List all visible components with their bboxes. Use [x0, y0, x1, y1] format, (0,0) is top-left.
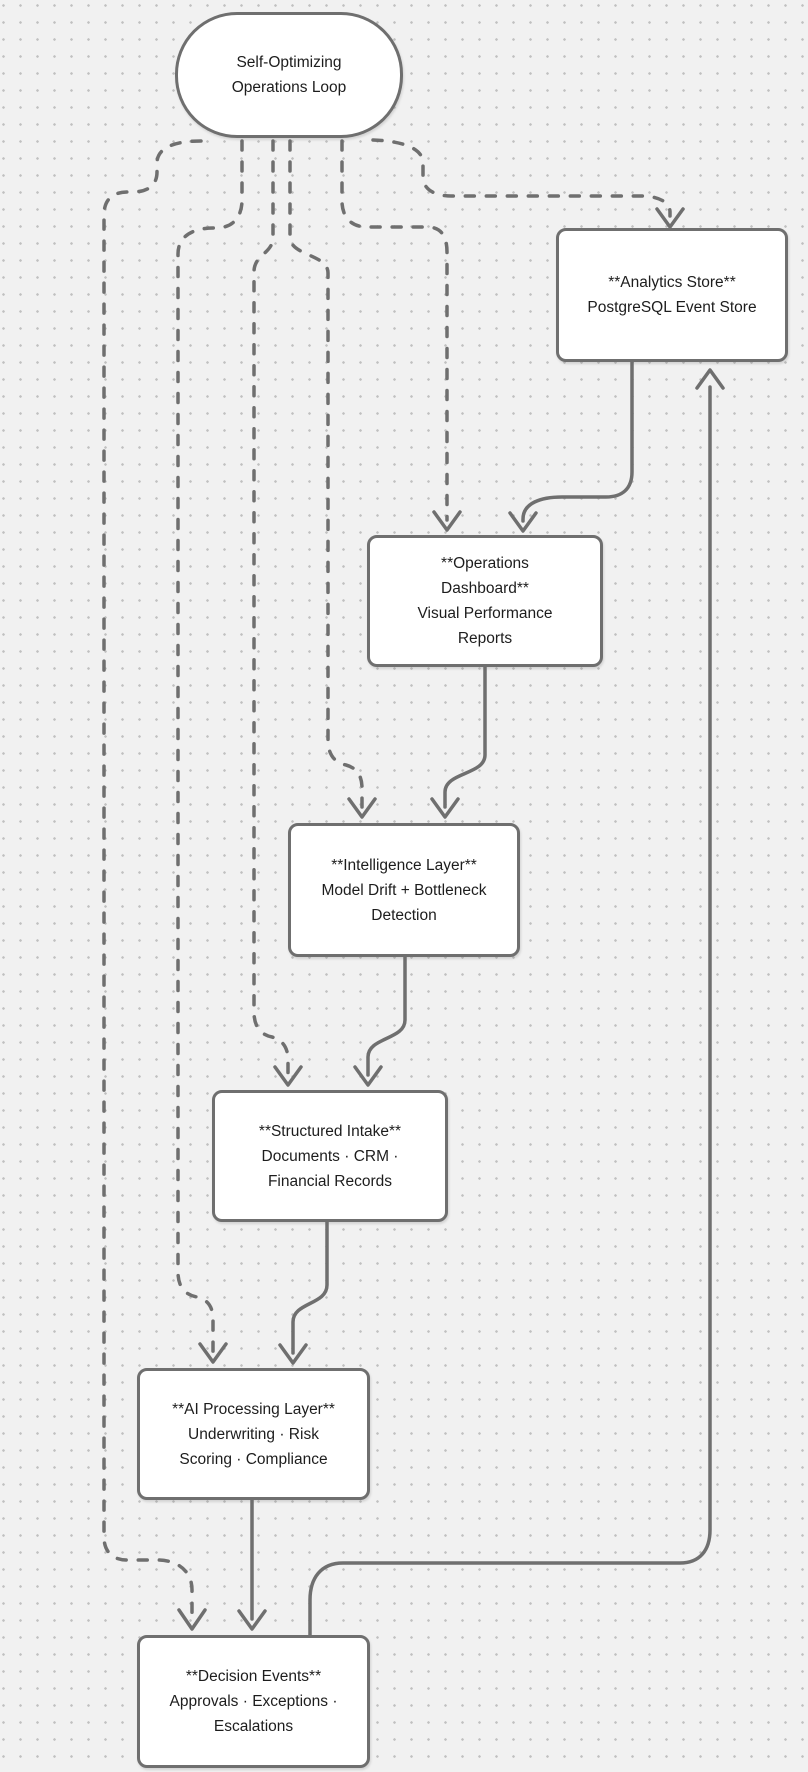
edge-loop-decision — [102, 139, 207, 1631]
arrowhead-down — [237, 1609, 267, 1631]
node-text-line: Model Drift + Bottleneck — [321, 881, 487, 899]
node-self-optimizing-operations-loop: Self-Optimizing Operations Loop — [175, 12, 403, 138]
node-operations-dashboard: **Operations Dashboard** Visual Performa… — [367, 535, 603, 667]
node-analytics-store: **Analytics Store** PostgreSQL Event Sto… — [556, 228, 788, 362]
arrowhead-down — [353, 1065, 383, 1087]
node-text-line: Financial Records — [267, 1172, 393, 1190]
edge-decision-analytics — [308, 368, 725, 1637]
node-text-line: Self-Optimizing — [236, 54, 342, 71]
edge-loop-intelligence — [288, 139, 377, 819]
node-decision-events: **Decision Events** Approvals · Exceptio… — [137, 1635, 370, 1768]
node-text-line: Detection — [371, 906, 437, 924]
node-text-line: **Analytics Store** — [608, 274, 736, 291]
node-text-line: **Decision Events** — [185, 1668, 322, 1685]
node-text-line: **Intelligence Layer** — [331, 856, 477, 874]
node-text-line: Approvals · Exceptions · — [169, 1693, 338, 1710]
edge-loop-analytics — [371, 138, 685, 229]
edge-loop-dashboard — [340, 139, 462, 532]
node-text-line: **AI Processing Layer** — [172, 1400, 335, 1418]
node-text-line: Reports — [457, 630, 513, 647]
edge-dashboard-intelligence — [430, 665, 487, 819]
node-text-line: Documents · CRM · — [261, 1147, 399, 1165]
node-text-line: Underwriting · Risk — [188, 1425, 319, 1443]
arrowhead-down — [278, 1343, 308, 1365]
arrowhead-down — [508, 511, 538, 533]
arrowhead-down — [198, 1342, 228, 1364]
arrowhead-up — [695, 368, 725, 390]
arrowhead-down — [273, 1065, 303, 1087]
arrowhead-down — [347, 797, 377, 819]
arrowhead-down — [432, 510, 462, 532]
edge-intake-ai — [278, 1220, 329, 1365]
edge-loop-intake — [252, 139, 303, 1087]
node-ai-processing-layer: **AI Processing Layer** Underwriting · R… — [137, 1368, 370, 1500]
edge-ai-decision — [237, 1498, 267, 1631]
arrowhead-down — [430, 797, 460, 819]
edge-analytics-dashboard — [508, 360, 634, 533]
node-text-line: Visual Performance — [417, 605, 553, 622]
node-text-line: PostgreSQL Event Store — [587, 299, 757, 316]
arrowhead-down — [177, 1608, 207, 1631]
node-intelligence-layer: **Intelligence Layer** Model Drift + Bot… — [288, 823, 520, 957]
node-structured-intake: **Structured Intake** Documents · CRM · … — [212, 1090, 448, 1222]
edge-intelligence-intake — [353, 955, 407, 1087]
node-text-line: Operations Loop — [231, 79, 347, 96]
node-text-line: Scoring · Compliance — [179, 1450, 328, 1468]
node-text-line: **Operations — [441, 555, 529, 572]
arrowhead-down — [655, 207, 685, 229]
node-text-line: Dashboard** — [441, 580, 529, 597]
edge-loop-ai — [176, 139, 244, 1364]
node-text-line: **Structured Intake** — [258, 1122, 402, 1140]
node-text-line: Escalations — [213, 1718, 294, 1735]
